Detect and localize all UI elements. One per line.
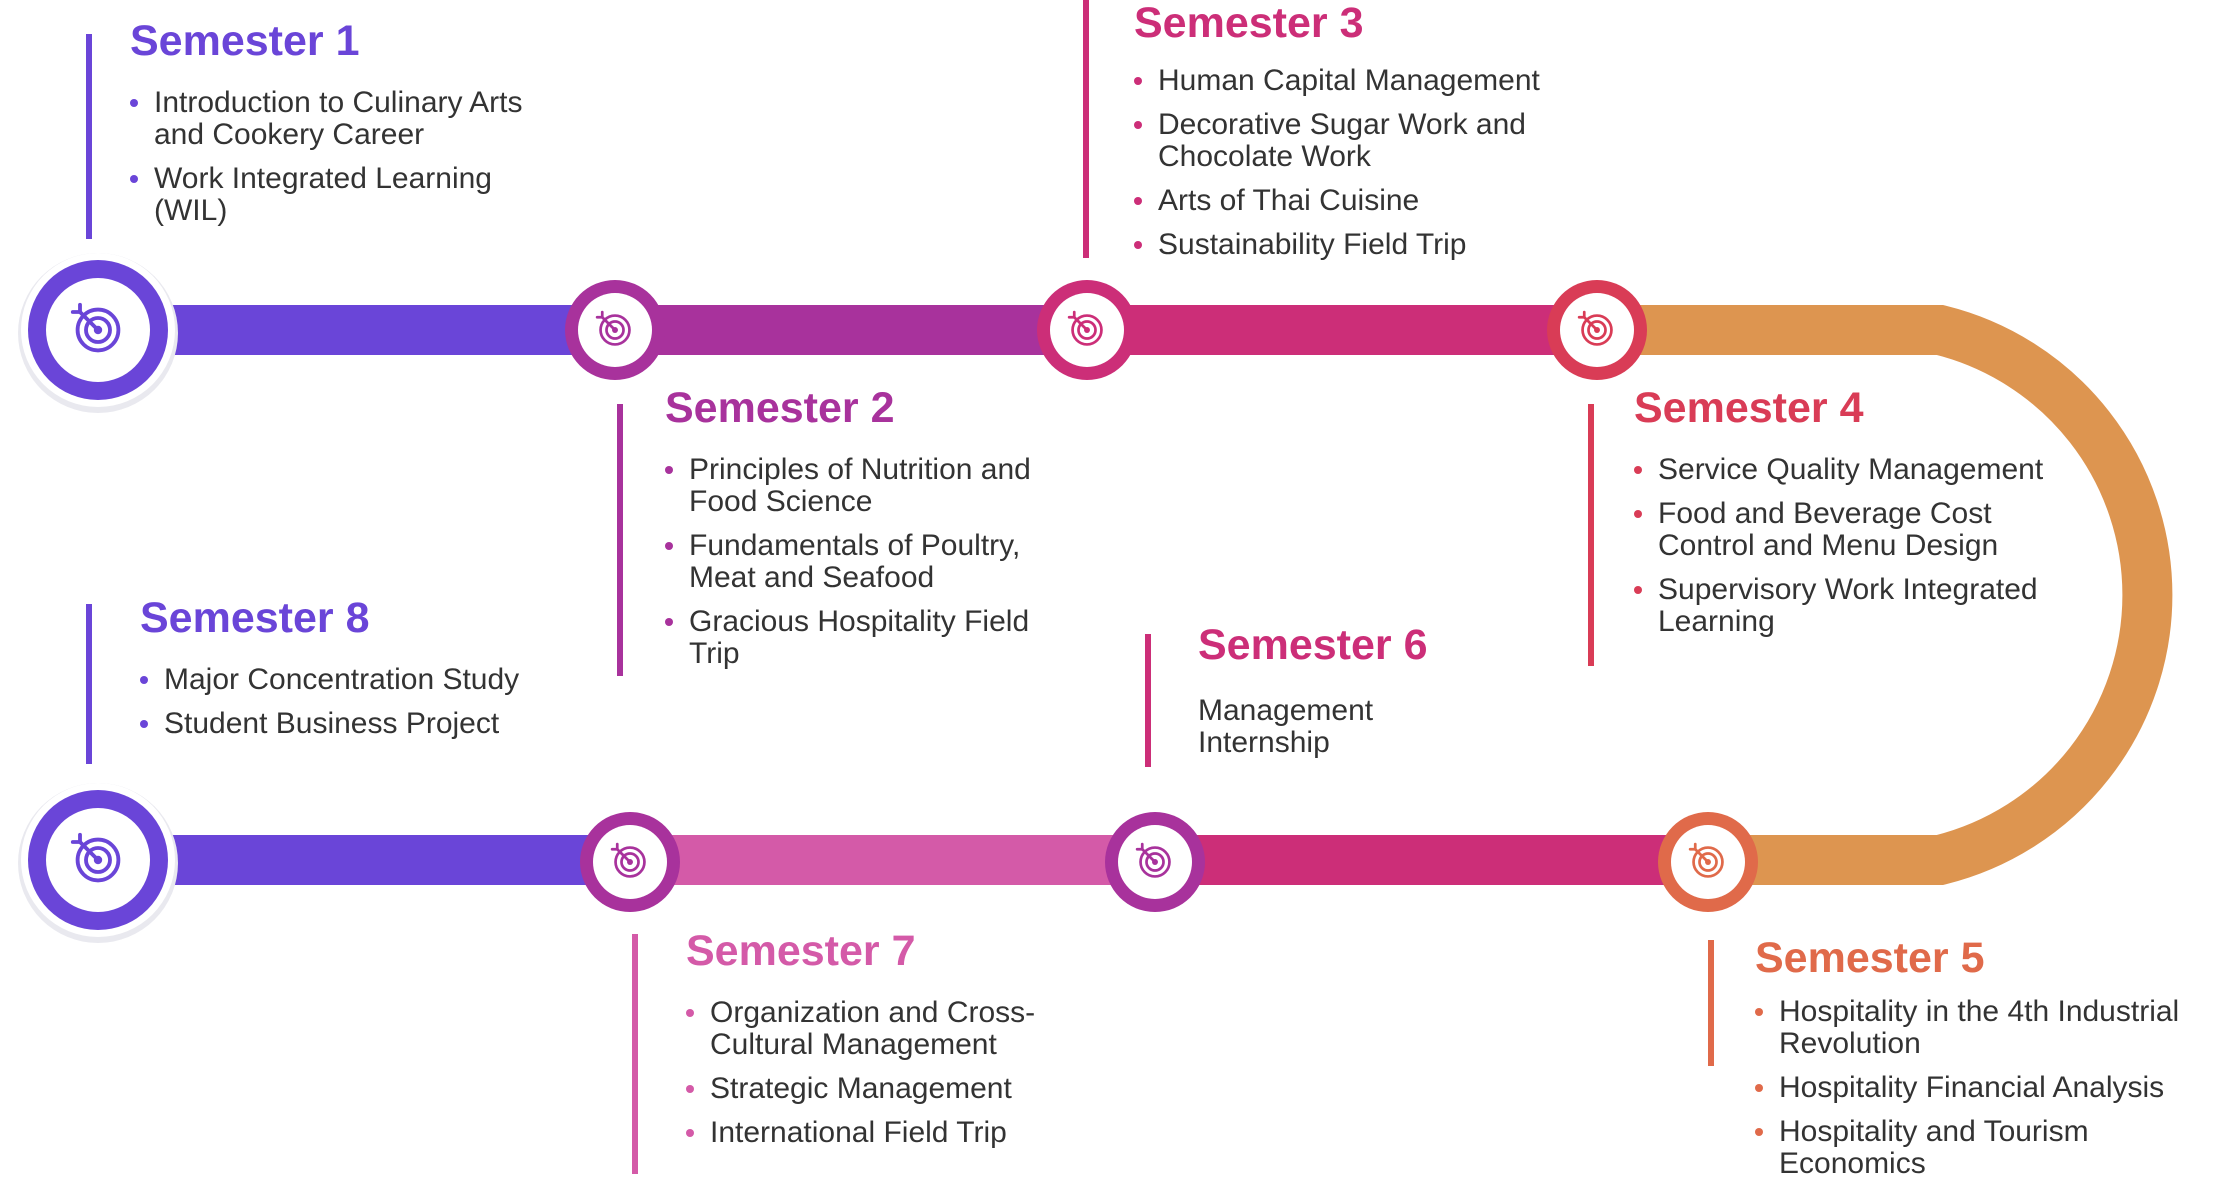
course-item: Decorative Sugar Work and Chocolate Work xyxy=(1134,109,1594,173)
timeline-node xyxy=(1037,280,1137,380)
target-icon xyxy=(1135,842,1171,878)
semester-1-block: Semester 1 Introduction to Culinary Arts… xyxy=(130,17,570,227)
target-icon xyxy=(1067,310,1103,346)
course-item: Student Business Project xyxy=(140,708,580,740)
semester-title: Semester 1 xyxy=(130,17,360,65)
target-icon xyxy=(70,832,121,883)
course-item: Hospitality and Tourism Economics xyxy=(1755,1116,2195,1180)
semester-3-block: Semester 3 Human Capital Management Deco… xyxy=(1134,0,1594,261)
semester-title: Semester 2 xyxy=(665,384,895,432)
road-segment xyxy=(630,835,1160,885)
course-text: Management Internship xyxy=(1198,694,1374,760)
road-segment xyxy=(1150,835,1710,885)
connector-line xyxy=(632,934,638,1174)
course-item: International Field Trip xyxy=(686,1117,1106,1149)
timeline-node xyxy=(1105,812,1205,912)
course-item: Food and Beverage Cost Control and Menu … xyxy=(1634,498,2074,562)
connector-line xyxy=(1083,0,1089,258)
semester-title: Semester 5 xyxy=(1755,934,1985,982)
start-node xyxy=(18,253,178,413)
road-segment xyxy=(100,305,620,355)
target-icon xyxy=(1688,842,1724,878)
road-curve xyxy=(1600,305,2173,885)
target-icon xyxy=(610,842,646,878)
road-segment xyxy=(1085,305,1600,355)
course-item: Strategic Management xyxy=(686,1073,1106,1105)
course-item: Service Quality Management xyxy=(1634,454,2074,486)
target-icon xyxy=(595,310,631,346)
course-item: Human Capital Management xyxy=(1134,65,1594,97)
timeline-node xyxy=(1547,280,1647,380)
semester-title: Semester 7 xyxy=(686,927,916,975)
connector-line xyxy=(1708,940,1714,1066)
course-item: Hospitality Financial Analysis xyxy=(1755,1072,2195,1104)
road-segment xyxy=(615,305,1090,355)
road-segment xyxy=(100,835,640,885)
course-item: Arts of Thai Cuisine xyxy=(1134,185,1594,217)
timeline-node xyxy=(565,280,665,380)
course-item: Hospitality in the 4th Industrial Revolu… xyxy=(1755,996,2195,1060)
semester-7-block: Semester 7 Organization and Cross-Cultur… xyxy=(686,927,1106,1149)
semester-title: Semester 6 xyxy=(1198,621,1428,669)
course-item: Major Concentration Study xyxy=(140,664,580,696)
connector-line xyxy=(86,34,92,239)
semester-4-block: Semester 4 Service Quality Management Fo… xyxy=(1634,384,2074,638)
start-node xyxy=(18,783,178,943)
course-item: Supervisory Work Integrated Learning xyxy=(1634,574,2074,638)
connector-line xyxy=(617,404,623,676)
course-item: Organization and Cross-Cultural Manageme… xyxy=(686,997,1106,1061)
course-item: Work Integrated Learning (WIL) xyxy=(130,163,570,227)
course-item: Principles of Nutrition and Food Science xyxy=(665,454,1085,518)
semester-title: Semester 3 xyxy=(1134,0,1364,47)
target-icon xyxy=(70,302,121,353)
connector-line xyxy=(1588,404,1594,666)
semester-8-block: Semester 8 Major Concentration Study Stu… xyxy=(140,594,580,740)
course-item: Fundamentals of Poultry, Meat and Seafoo… xyxy=(665,530,1085,594)
course-item: Introduction to Culinary Arts and Cooker… xyxy=(130,87,570,151)
connector-line xyxy=(86,604,92,764)
semester-5-block: Semester 5 Hospitality in the 4th Indust… xyxy=(1755,934,2195,1180)
semester-title: Semester 4 xyxy=(1634,384,1864,432)
course-item: Gracious Hospitality Field Trip xyxy=(665,606,1085,670)
timeline-node xyxy=(580,812,680,912)
target-icon xyxy=(1577,310,1613,346)
connector-line xyxy=(1145,634,1151,767)
semester-2-block: Semester 2 Principles of Nutrition and F… xyxy=(665,384,1085,670)
semester-6-block: Semester 6 Management Internship xyxy=(1198,621,1428,760)
timeline-node xyxy=(1658,812,1758,912)
course-item: Sustainability Field Trip xyxy=(1134,229,1594,261)
semester-title: Semester 8 xyxy=(140,594,370,642)
